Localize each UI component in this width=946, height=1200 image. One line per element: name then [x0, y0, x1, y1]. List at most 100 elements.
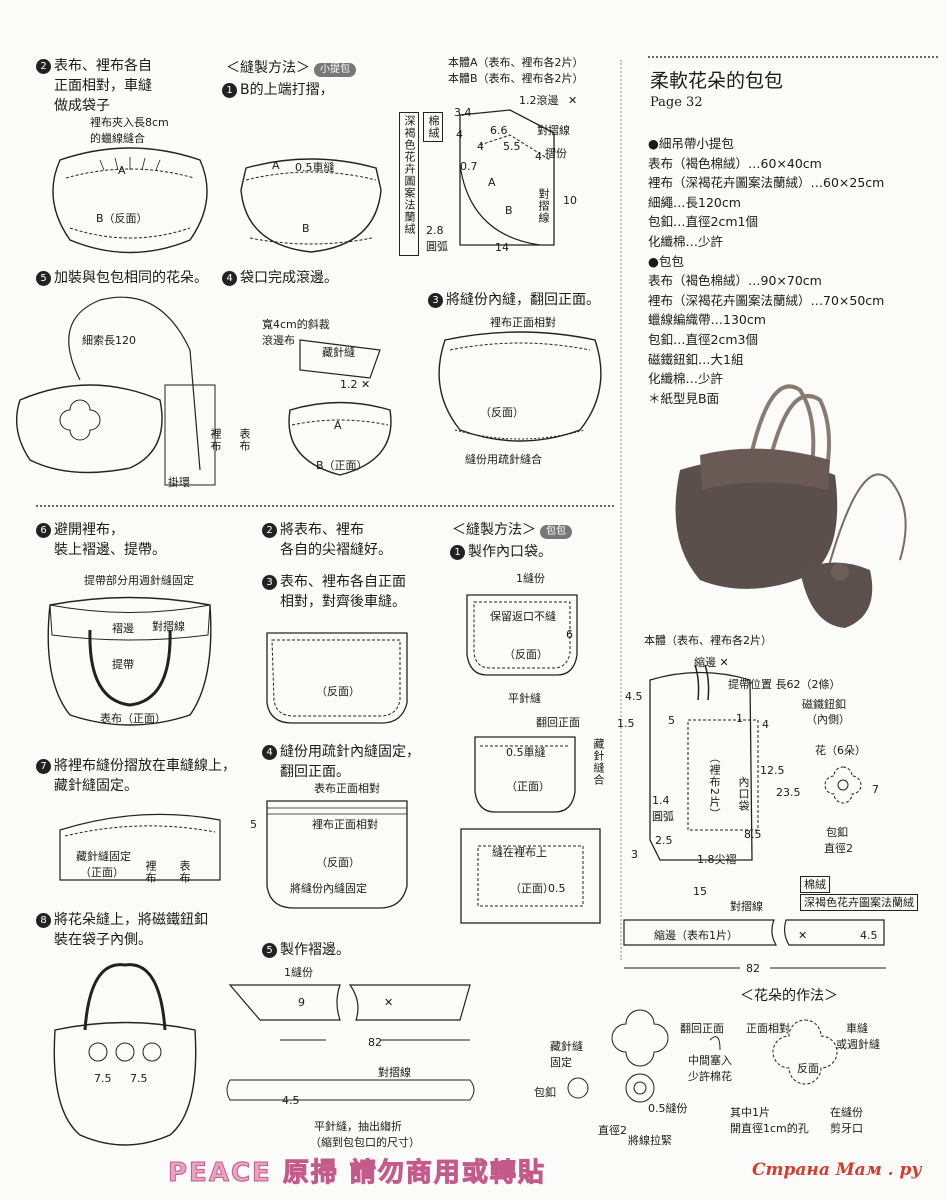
step3-bag-illustration [438, 331, 602, 442]
flower-button: 包釦 [826, 826, 848, 839]
fm-sew: 車縫 [846, 1022, 868, 1035]
piece-label-b: B [505, 204, 513, 217]
step1-label-a: A [272, 159, 280, 172]
pattern-magnet: 磁鐵鈕釦 [802, 698, 846, 711]
page-reference: Page 32 [650, 95, 703, 110]
pattern-1: 1 [736, 712, 743, 725]
step6-bag-illustration [47, 596, 212, 726]
pattern-arc: 圓弧 [652, 810, 674, 823]
pattern-1-5: 1.5 [617, 717, 635, 730]
b-step1-pocket-3 [460, 828, 601, 924]
b-step3-reverse: （反面） [316, 685, 360, 698]
piece-pleat: 摺份 [545, 147, 567, 160]
pattern-15: 15 [693, 885, 707, 898]
step4-bias-2: 滾邊布 [262, 334, 295, 347]
step1-bag-illustration [240, 158, 382, 253]
fm-turn: 翻回正面 [680, 1022, 724, 1035]
step4-1-2: 1.2 ✕ [340, 378, 371, 391]
fm-rs-together: 正面相對 [746, 1022, 790, 1035]
step6-strap-note: 提帶部分用週針縫固定 [84, 574, 194, 587]
pattern-4: 4 [762, 718, 769, 731]
b-step5-fold: 對摺線 [378, 1066, 411, 1079]
ruffle-fold: 對摺線 [730, 900, 763, 913]
b-step1-blind: 藏針縫合 [592, 738, 605, 786]
piece-a-heading: 本體A（表布、裡布各2片） [448, 56, 584, 69]
ruffle-x-icon: ✕ [798, 929, 808, 942]
b-step1-0-5: 0.5 [548, 882, 566, 895]
ruffle-82: 82 [746, 962, 760, 975]
fabric-label-velvet: 棉絨 [423, 112, 443, 142]
page-title: 柔軟花朵的包包 [650, 70, 784, 92]
flower-method-illustration [567, 1009, 838, 1103]
step7-front: （正面） [80, 866, 124, 879]
step5-cord: 細索長120 [82, 334, 136, 347]
b-step1-reverse: （反面） [504, 648, 548, 661]
fm-seam: 0.5縫份 [648, 1102, 688, 1115]
step2-bag-illustration [52, 147, 208, 254]
piece-4b: 4 [477, 140, 484, 153]
ruffle-label: 縮邊（表布1片） [654, 929, 738, 942]
divider-middle [36, 505, 614, 507]
step3-lining: 裡布正面相對 [490, 316, 556, 329]
piece-3-4: 3.4 [454, 106, 472, 119]
b-step5-x-icon: ✕ [384, 996, 394, 1009]
piece-14: 14 [495, 241, 509, 254]
b-step1-turn: 翻回正面 [536, 716, 580, 729]
pattern-4-5: 4.5 [625, 690, 643, 703]
b-step1-pocket-2 [474, 736, 576, 813]
step5-outer: 表布 [238, 428, 251, 452]
step7-lining: 裡布 [144, 860, 157, 884]
b-step4-5: 5 [250, 818, 257, 831]
b-step1-running: 平針縫 [508, 692, 541, 705]
pattern-5: 5 [668, 714, 675, 727]
fm-clip: 剪牙口 [830, 1122, 863, 1135]
piece-arc: 圓弧 [426, 240, 448, 253]
b-step5-82: 82 [368, 1036, 382, 1049]
step5-lining: 裡布 [209, 428, 222, 452]
b-step5-9: 9 [298, 996, 305, 1009]
piece-2-8: 2.8 [426, 224, 444, 237]
step6-outer: 表布（正面） [100, 712, 166, 725]
piece-fold-line: 對摺線 [537, 124, 570, 137]
fm-stuff-2: 少許棉花 [688, 1070, 732, 1083]
step1-label-seam: 0.5車縫 [295, 161, 335, 174]
step5-loop: 掛環 [168, 476, 190, 489]
divider-vertical [620, 60, 622, 960]
ruffle-strip [623, 919, 885, 946]
flower-shape [824, 766, 862, 804]
pattern-8-5: 8.5 [744, 828, 762, 841]
piece-ab-pattern [459, 109, 555, 246]
piece-b-heading: 本體B（表布、裡布各2片） [448, 72, 584, 85]
b-step4-bag [266, 800, 408, 909]
b-step4-note: 將縫份內縫固定 [290, 882, 367, 895]
fabric-velvet-box: 棉絨 [800, 876, 830, 893]
b-step1-0-5-seam: 0.5車縫 [506, 746, 546, 759]
pattern-12-5: 12.5 [760, 764, 785, 777]
b-step1-6: 6 [566, 628, 573, 641]
fm-button: 包釦 [534, 1086, 556, 1099]
pattern-inner-pocket-note: （裡布2片） [708, 752, 721, 820]
b-step3-bag [266, 632, 408, 724]
b-step4-reverse: （反面） [316, 856, 360, 869]
flower-7: 7 [872, 783, 879, 796]
step2-note-1: 裡布夾入長8cm [90, 116, 169, 129]
b-step1-opening: 保留返口不縫 [490, 610, 556, 623]
tag-bag: 包包 [540, 525, 572, 539]
body-pattern-heading: 本體（表布、裡布各2片） [644, 634, 772, 647]
step2-label-b: B（反面） [96, 212, 148, 225]
materials-list: ●細吊帶小提包 表布（褐色棉絨）…60×40cm 裡布（深褐花卉圖案法蘭絨）…6… [648, 136, 885, 406]
fm-diameter: 直徑2 [598, 1124, 627, 1137]
piece-4c: 4 [535, 150, 542, 163]
b-step5-allowance: 1縫份 [284, 966, 313, 979]
pattern-inner-pocket: 內口袋 [737, 776, 750, 812]
fm-allowance: 在縫份 [830, 1106, 863, 1119]
step8-7-5b: 7.5 [130, 1072, 148, 1085]
step6-ruffle: 褶邊 [112, 622, 134, 635]
